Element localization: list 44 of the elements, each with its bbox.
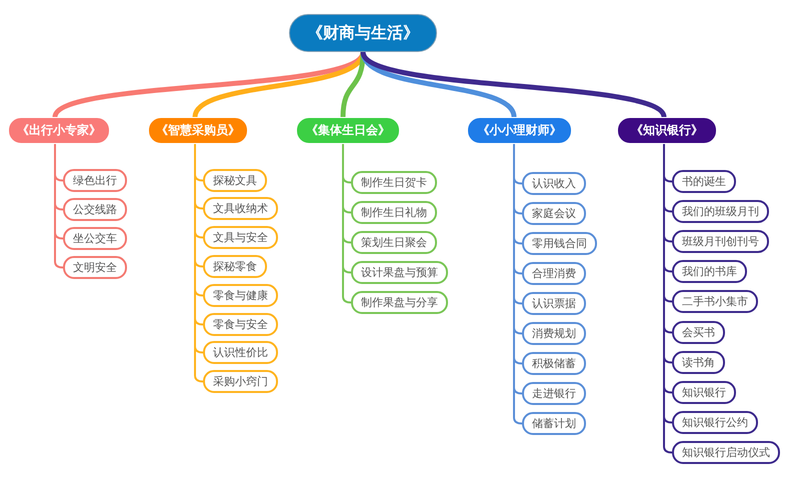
subtopic-box: 知识银行启动仪式 bbox=[672, 441, 780, 464]
branch-line bbox=[360, 50, 666, 120]
subtopic-box: 家庭会议 bbox=[522, 202, 586, 224]
subtopic-box: 绿色出行 bbox=[63, 168, 127, 192]
subtopic-box: 合理消费 bbox=[522, 262, 586, 284]
subtopic-box: 文具收纳术 bbox=[203, 197, 278, 220]
subtopic-box: 文明安全 bbox=[63, 256, 127, 278]
subtopic-box: 储蓄计划 bbox=[522, 412, 586, 434]
subtopic-box: 零食与安全 bbox=[203, 312, 278, 336]
subtopic-box: 班级月刊创刊号 bbox=[672, 230, 769, 253]
subtopic-box: 我们的班级月刊 bbox=[672, 200, 769, 223]
subtopic-box: 认识票据 bbox=[522, 292, 586, 314]
subtopic-box: 公交线路 bbox=[63, 198, 127, 220]
subtopic-box: 会买书 bbox=[672, 320, 725, 344]
subtopic-box: 我们的书库 bbox=[672, 260, 747, 284]
subtopic-box: 探秘零食 bbox=[203, 254, 267, 278]
subtopic-box: 制作生日贺卡 bbox=[351, 170, 437, 194]
branch-topic-box: 《集体生日会》 bbox=[296, 117, 400, 144]
subtopic-box: 知识银行 bbox=[672, 380, 736, 404]
subtopic-box: 坐公交车 bbox=[63, 226, 127, 250]
branch-topic-box: 《智慧采购员》 bbox=[148, 117, 248, 144]
subtopic-box: 走进银行 bbox=[522, 382, 586, 404]
central-topic-box: 《财商与生活》 bbox=[289, 14, 437, 52]
subtopic-box: 认识性价比 bbox=[203, 341, 278, 364]
subtopic-box: 文具与安全 bbox=[203, 226, 278, 250]
branch-line bbox=[54, 143, 64, 268]
branch-topic-box: 《小小理财师》 bbox=[467, 117, 572, 144]
subtopic-box: 书的诞生 bbox=[672, 170, 736, 192]
subtopic-box: 二手书小集市 bbox=[672, 290, 758, 314]
subtopic-box: 认识收入 bbox=[522, 172, 586, 194]
subtopic-box: 制作果盘与分享 bbox=[351, 290, 448, 314]
branch-topic-box: 《出行小专家》 bbox=[8, 117, 110, 144]
subtopic-box: 消费规划 bbox=[522, 322, 586, 344]
subtopic-box: 策划生日聚会 bbox=[351, 230, 437, 254]
subtopic-box: 零用钱合同 bbox=[522, 232, 597, 254]
subtopic-box: 零食与健康 bbox=[203, 284, 278, 307]
subtopic-box: 积极储蓄 bbox=[522, 352, 586, 374]
subtopic-box: 制作生日礼物 bbox=[351, 200, 437, 224]
subtopic-box: 采购小窍门 bbox=[203, 370, 278, 394]
subtopic-box: 设计果盘与预算 bbox=[351, 260, 448, 284]
subtopic-box: 探秘文具 bbox=[203, 168, 267, 192]
branch-topic-box: 《知识银行》 bbox=[617, 117, 717, 144]
subtopic-box: 知识银行公约 bbox=[672, 411, 758, 434]
subtopic-box: 读书角 bbox=[672, 350, 725, 374]
